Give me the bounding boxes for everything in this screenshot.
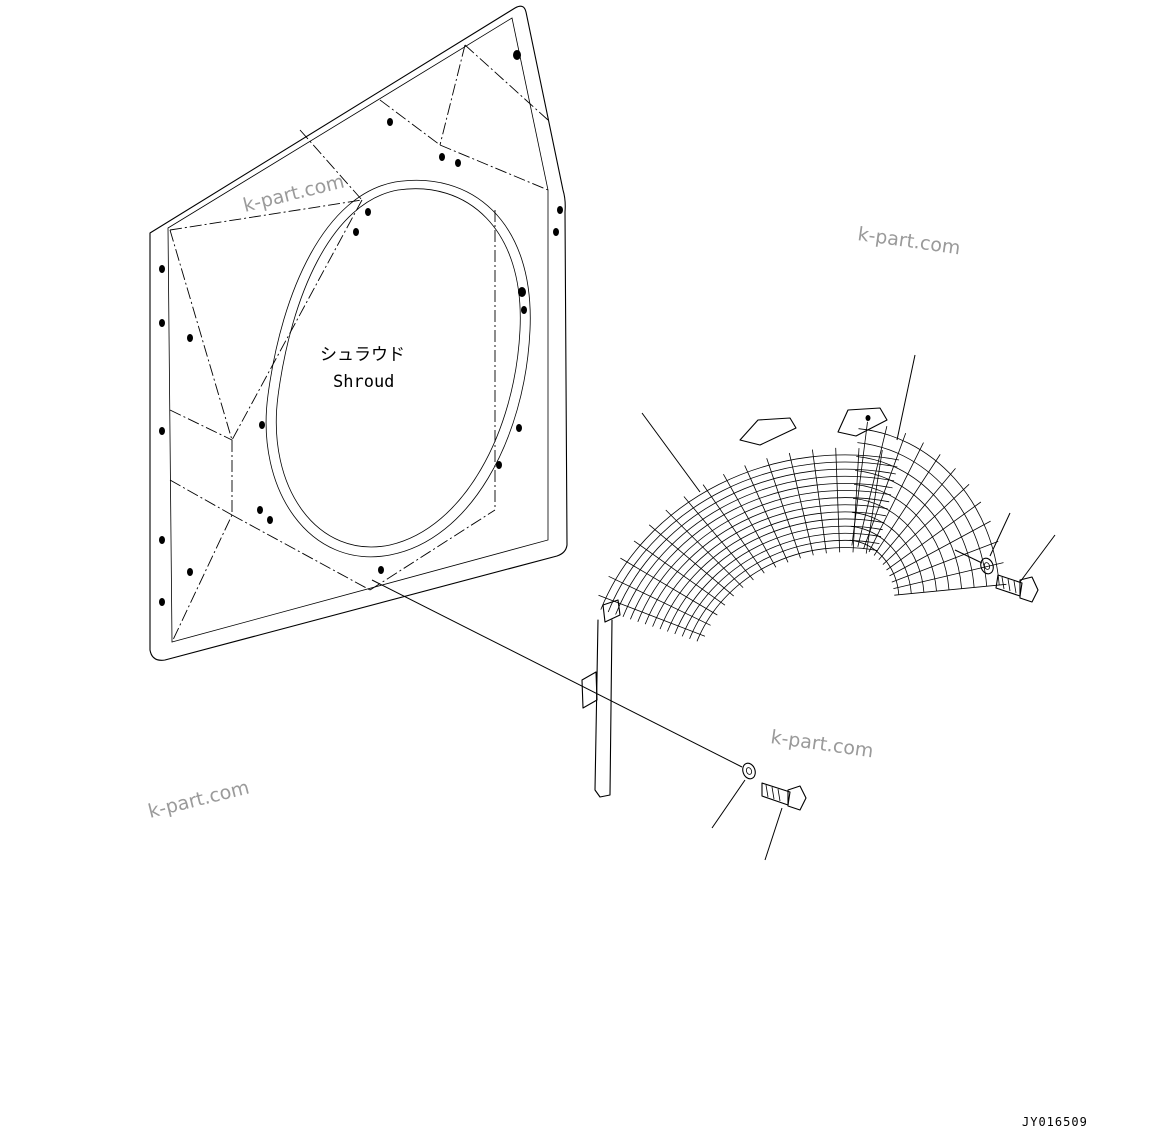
guard-wire [630, 482, 893, 620]
watermark: k-part.com [769, 726, 875, 762]
guard-wire [659, 511, 886, 630]
guard-spoke [812, 449, 827, 554]
guard-wire [681, 532, 882, 637]
guard-spoke [723, 474, 777, 568]
guard-spoke [893, 562, 1004, 589]
guard-spoke [868, 442, 924, 553]
guard-spoke [744, 465, 789, 563]
watermarks: k-part.com k-part.com k-part.com k-part.… [146, 170, 962, 822]
guard-wire [600, 454, 900, 610]
guard-wire [667, 518, 885, 632]
guard-spoke [665, 509, 744, 588]
guard-spoke [873, 454, 941, 556]
fan-guard-right [837, 407, 1007, 596]
washer-upper [980, 557, 994, 575]
guard-wire [615, 468, 896, 615]
drawing-code: JY016509 [1022, 1115, 1088, 1129]
watermark: k-part.com [146, 776, 252, 822]
guard-spoke [889, 520, 991, 577]
watermark: k-part.com [241, 170, 347, 216]
guard-spoke [598, 594, 706, 637]
guard-wire [622, 475, 895, 618]
guard-spoke [891, 541, 999, 583]
watermark: k-part.com [856, 223, 962, 259]
washer-lower [742, 762, 756, 780]
guard-spoke [648, 524, 734, 597]
bolt-lower [761, 782, 807, 811]
guard-wire [696, 547, 878, 642]
guard-wire [855, 470, 962, 589]
guard-wire [637, 490, 891, 622]
guard-spoke [865, 450, 883, 554]
leader-lines [371, 354, 1056, 861]
guard-spoke [835, 447, 841, 553]
guard-wire [644, 497, 890, 625]
guard-wire [849, 539, 900, 595]
guard-wire [857, 442, 988, 587]
guard-spoke [882, 484, 970, 565]
guard-spoke [766, 458, 801, 559]
fan-guard-left [581, 417, 900, 798]
guard-spoke [894, 583, 1007, 596]
guard-wire [854, 484, 950, 590]
guard-spoke [878, 468, 956, 561]
guard-wire [856, 456, 975, 588]
guard-wire [652, 504, 888, 627]
guard-spoke [857, 426, 888, 547]
guard-spoke [852, 448, 860, 553]
guard-spoke [702, 484, 765, 574]
guard-spoke [620, 557, 718, 616]
guard-wire [674, 525, 883, 635]
shroud-label-en: Shroud [333, 372, 394, 392]
bolt-upper [995, 574, 1039, 603]
guard-spoke [683, 496, 754, 581]
guard-wire [607, 461, 898, 613]
shroud-bolt-holes [159, 50, 563, 606]
shroud: シュラウド Shroud [149, 5, 568, 661]
guard-spoke [633, 540, 726, 606]
guard-wire [858, 428, 1000, 586]
guard-spoke [863, 432, 907, 550]
guard-wire [851, 511, 925, 593]
guard-spoke [851, 421, 868, 546]
guard-spoke [788, 452, 814, 556]
guard-spoke [886, 501, 982, 571]
guard-spoke [608, 575, 711, 626]
guard-wire [689, 539, 880, 639]
shroud-label-jp: シュラウド [320, 345, 405, 365]
